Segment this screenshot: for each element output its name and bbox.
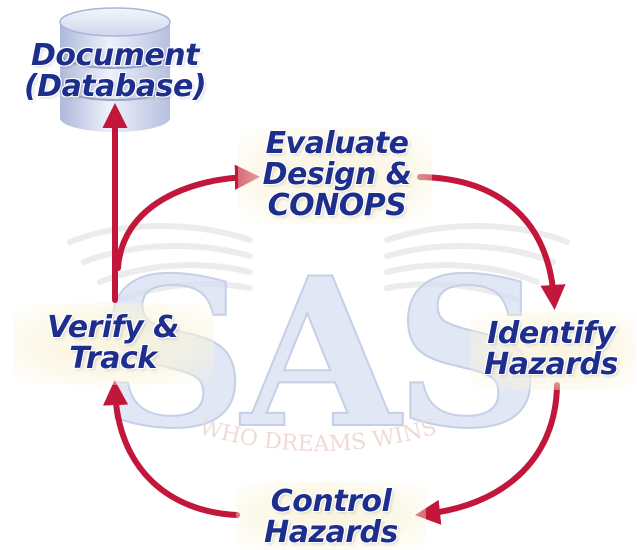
- database-cylinder-icon: [59, 7, 171, 132]
- node-verify-line-1: Verify &: [47, 310, 179, 345]
- control-highlight: [236, 482, 426, 550]
- arrow-control-to-verify: [102, 379, 240, 518]
- node-verify-line-2: Track: [69, 341, 157, 376]
- cycle-arrows: [102, 102, 566, 525]
- node-document-line-2: (Database): [23, 69, 207, 104]
- node-identify-line-2: Hazards: [484, 347, 618, 382]
- node-evaluate: Evaluate Design & CONOPS: [232, 128, 442, 221]
- arrow-identify-to-control: [414, 382, 560, 525]
- node-identify-line-1: Identify: [487, 316, 615, 351]
- arrow-evaluate-to-identify: [417, 174, 566, 311]
- node-identify: Identify Hazards: [468, 318, 634, 380]
- identify-highlight: [470, 312, 636, 390]
- evaluate-highlight: [238, 128, 432, 224]
- wings-watermark: [67, 223, 570, 303]
- node-document-line-1: Document: [31, 38, 199, 73]
- node-control-line-2: Hazards: [264, 515, 398, 550]
- node-evaluate-line-3: CONOPS: [267, 188, 407, 223]
- node-control-line-1: Control: [270, 484, 392, 519]
- arrow-verify-to-evaluate: [115, 164, 261, 271]
- node-document: Document (Database): [5, 40, 225, 102]
- verify-highlight: [14, 303, 214, 385]
- node-verify: Verify & Track: [8, 312, 218, 374]
- node-evaluate-line-2: Design &: [262, 157, 412, 192]
- node-evaluate-line-1: Evaluate: [265, 126, 409, 161]
- node-control: Control Hazards: [226, 486, 436, 548]
